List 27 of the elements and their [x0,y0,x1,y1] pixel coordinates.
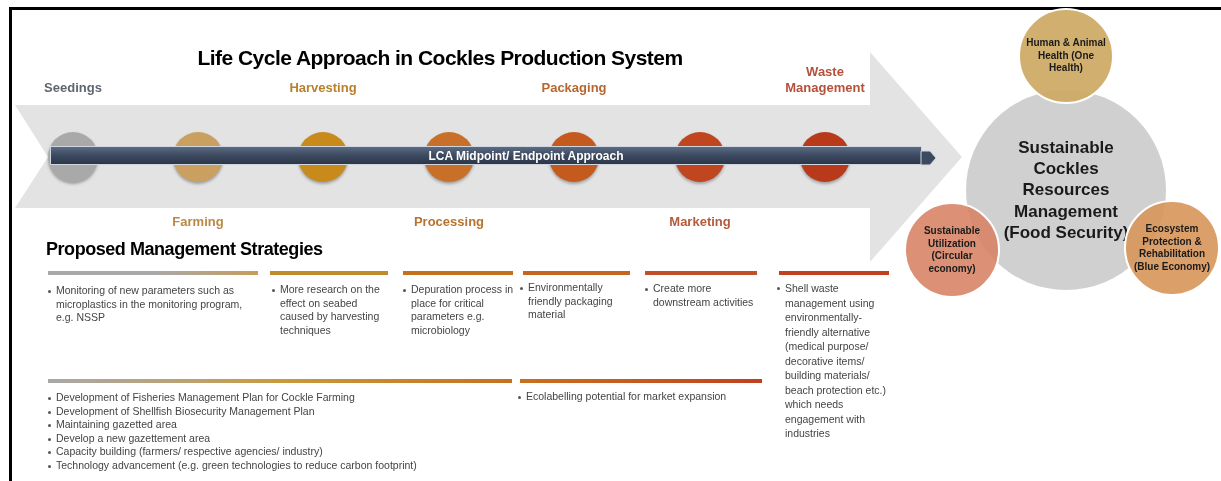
stage-label: Waste Management [784,64,866,96]
stage-label: Farming [171,214,225,230]
bullet-text: Development of Shellfish Biosecurity Management Plan [56,404,315,418]
bullet-text: Develop a new gazettement area [56,431,211,445]
bullet-text: Environmentally friendly packaging material [528,281,614,322]
diagram-title: Life Cycle Approach in Cockles Production System [196,45,684,71]
circle-label: Human & Animal Health (One Health) [1025,37,1107,75]
stage-label: Marketing [668,214,732,230]
bullet-text: Monitoring of new parameters such as microplastics in the monitoring program, e.g. NSSP [56,284,244,325]
bullet-text: Create more downstream activities [653,282,755,309]
bullet-text: Maintaining gazetted area [56,418,177,432]
bullet-text: More research on the effect on seabed caused by harvesting techniques [280,283,381,337]
bullet-text: Ecolabelling potential for market expansion [526,390,727,404]
bullet-text: Technology advancement (e.g. green technologies to reduce carbon footprint) [56,458,417,472]
bar-label: LCA Midpoint/ Endpoint Approach [427,147,624,165]
bullet-text: Capacity building (farmers/ respective agencies/ industry) [56,445,323,459]
stage-label: Processing [412,214,486,230]
circle-label: Sustainable Cockles Resources Management (Food Security) [1002,136,1130,244]
stage-label: Seedings [43,80,103,96]
section-heading: Proposed Management Strategies [46,238,323,261]
bullet-text: Depuration process in place for critical parameters e.g. microbiology [411,283,515,337]
bullet-text: Development of Fisheries Management Plan for Cockle Farming [56,391,355,405]
stage-label: Packaging [540,80,608,96]
circle-label: Ecosystem Protection & Rehabilitation (Blue Economy) [1132,223,1212,273]
stage-label: Harvesting [288,80,358,96]
circle-label: Sustainable Utilization (Circular economy) [922,225,982,275]
bullet-text: Shell waste management using environmentally-friendly alternative (medical purpose/ decorative items/ building materials/ beach protection etc.) which needs engagement with industries [785,281,887,441]
